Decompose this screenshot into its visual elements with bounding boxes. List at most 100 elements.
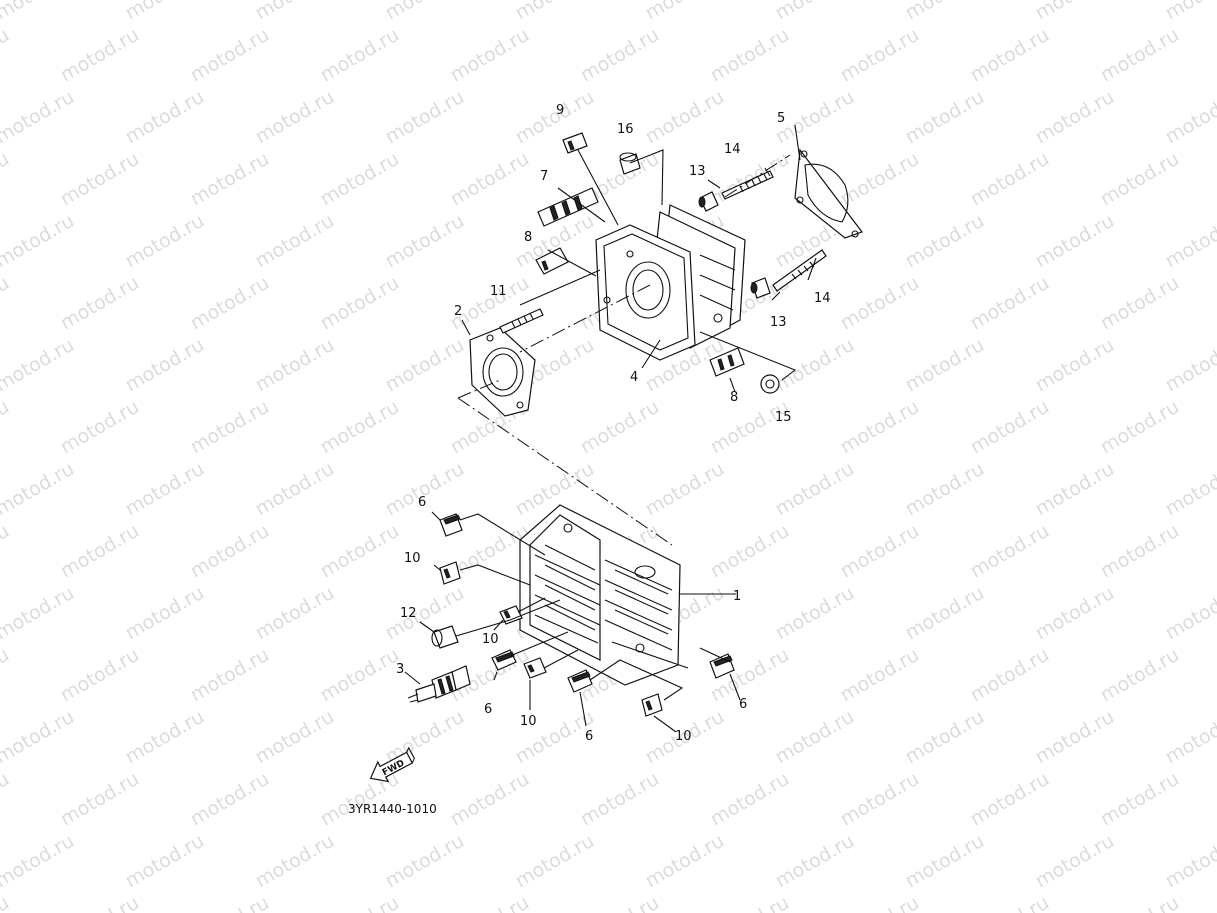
damper-6-d	[709, 653, 735, 679]
watermark-text: motod.ru	[642, 458, 728, 521]
damper-10-b	[499, 605, 523, 625]
watermark-text: motod.ru	[1162, 706, 1217, 769]
watermark-text: motod.ru	[967, 148, 1053, 211]
center-line-stud	[724, 154, 791, 198]
watermark-text: motod.ru	[772, 0, 858, 24]
watermark-text: motod.ru	[772, 458, 858, 521]
collar-lower	[750, 277, 771, 299]
damper-8-lower	[709, 347, 745, 377]
watermark-text: motod.ru	[707, 892, 793, 913]
watermark-text: motod.ru	[837, 148, 923, 211]
watermark-text: motod.ru	[187, 24, 273, 87]
watermark-text: motod.ru	[57, 644, 143, 707]
watermark-text: motod.ru	[1162, 334, 1217, 397]
watermark-text: motod.ru	[0, 644, 13, 707]
watermark-text: motod.ru	[967, 24, 1053, 87]
callout-1: 1	[733, 589, 741, 604]
dowel-pin	[619, 152, 641, 175]
watermark-text: motod.ru	[967, 644, 1053, 707]
watermark-text: motod.ru	[57, 148, 143, 211]
watermark-text: motod.ru	[642, 86, 728, 149]
watermark-text: motod.ru	[577, 768, 663, 831]
pin-7	[537, 187, 599, 227]
watermark-text: motod.ru	[642, 830, 728, 893]
watermark-text: motod.ru	[902, 86, 988, 149]
watermark-text: motod.ru	[122, 582, 208, 645]
watermark-text: motod.ru	[967, 272, 1053, 335]
watermark-text: motod.ru	[707, 24, 793, 87]
watermark-text: motod.ru	[447, 148, 533, 211]
damper-9	[562, 132, 588, 154]
fwd-arrow-icon: FWD	[369, 746, 415, 783]
exhaust-gasket	[469, 327, 536, 417]
callout-6-b: 6	[484, 702, 492, 717]
watermark-text: motod.ru	[252, 830, 338, 893]
watermark-text: motod.ru	[382, 0, 468, 24]
stud-bolt-lower	[772, 249, 827, 292]
watermark-text: motod.ru	[0, 0, 78, 24]
watermark-text: motod.ru	[252, 706, 338, 769]
watermark-text: motod.ru	[512, 0, 598, 24]
watermark-text: motod.ru	[317, 892, 403, 913]
watermark-text: motod.ru	[1162, 830, 1217, 893]
watermark-text: motod.ru	[837, 396, 923, 459]
watermark-text: motod.ru	[0, 86, 78, 149]
cylinder-head	[519, 504, 681, 686]
watermark-text: motod.ru	[1032, 210, 1118, 273]
watermark-text: motod.ru	[1032, 706, 1118, 769]
watermark-text: motod.ru	[317, 520, 403, 583]
watermark-text: motod.ru	[1097, 520, 1183, 583]
watermark-text: motod.ru	[57, 520, 143, 583]
watermark-text: motod.ru	[1097, 396, 1183, 459]
callout-10-b: 10	[482, 632, 499, 647]
watermark-text: motod.ru	[1097, 644, 1183, 707]
watermark-text: motod.ru	[1032, 0, 1118, 24]
watermark-text: motod.ru	[187, 768, 273, 831]
watermark-text: motod.ru	[317, 396, 403, 459]
watermark-text: motod.ru	[187, 148, 273, 211]
nut	[760, 374, 780, 394]
watermark-text: motod.ru	[122, 0, 208, 24]
callout-13-lower: 13	[770, 315, 787, 330]
watermark-text: motod.ru	[707, 768, 793, 831]
watermark-text: motod.ru	[0, 830, 78, 893]
callout-5: 5	[777, 111, 785, 126]
callout-10-d: 10	[675, 729, 692, 744]
damper-6-c	[567, 669, 593, 693]
callout-8-upper: 8	[524, 230, 532, 245]
watermark-text: motod.ru	[122, 830, 208, 893]
watermark-text: motod.ru	[57, 24, 143, 87]
watermark-text: motod.ru	[772, 334, 858, 397]
watermark-text: motod.ru	[122, 334, 208, 397]
watermark-text: motod.ru	[57, 768, 143, 831]
watermark-text: motod.ru	[1032, 830, 1118, 893]
watermark-text: motod.ru	[1162, 582, 1217, 645]
watermark-text: motod.ru	[252, 0, 338, 24]
watermark-text: motod.ru	[0, 272, 13, 335]
callout-14-lower: 14	[814, 291, 831, 306]
collar-upper	[698, 191, 719, 212]
watermark-text: motod.ru	[317, 768, 403, 831]
watermark-text: motod.ru	[122, 210, 208, 273]
watermark-text: motod.ru	[902, 334, 988, 397]
callout-10-c: 10	[520, 714, 537, 729]
watermark-text: motod.ru	[1097, 24, 1183, 87]
callout-7: 7	[540, 169, 548, 184]
callout-6-d: 6	[739, 697, 747, 712]
callout-8-lower: 8	[730, 390, 738, 405]
callout-12: 12	[400, 606, 417, 621]
watermark-text: motod.ru	[0, 396, 13, 459]
callout-9: 9	[556, 103, 564, 118]
watermark-text: motod.ru	[1032, 582, 1118, 645]
watermark-text: motod.ru	[902, 210, 988, 273]
watermark-text: motod.ru	[382, 86, 468, 149]
watermark-text: motod.ru	[902, 706, 988, 769]
watermark-text: motod.ru	[317, 148, 403, 211]
watermark-text: motod.ru	[1162, 86, 1217, 149]
watermark-text: motod.ru	[57, 272, 143, 335]
watermark-text: motod.ru	[252, 210, 338, 273]
watermark-text: motod.ru	[0, 520, 13, 583]
watermark-text: motod.ru	[1097, 892, 1183, 913]
damper-6-b	[491, 649, 517, 671]
